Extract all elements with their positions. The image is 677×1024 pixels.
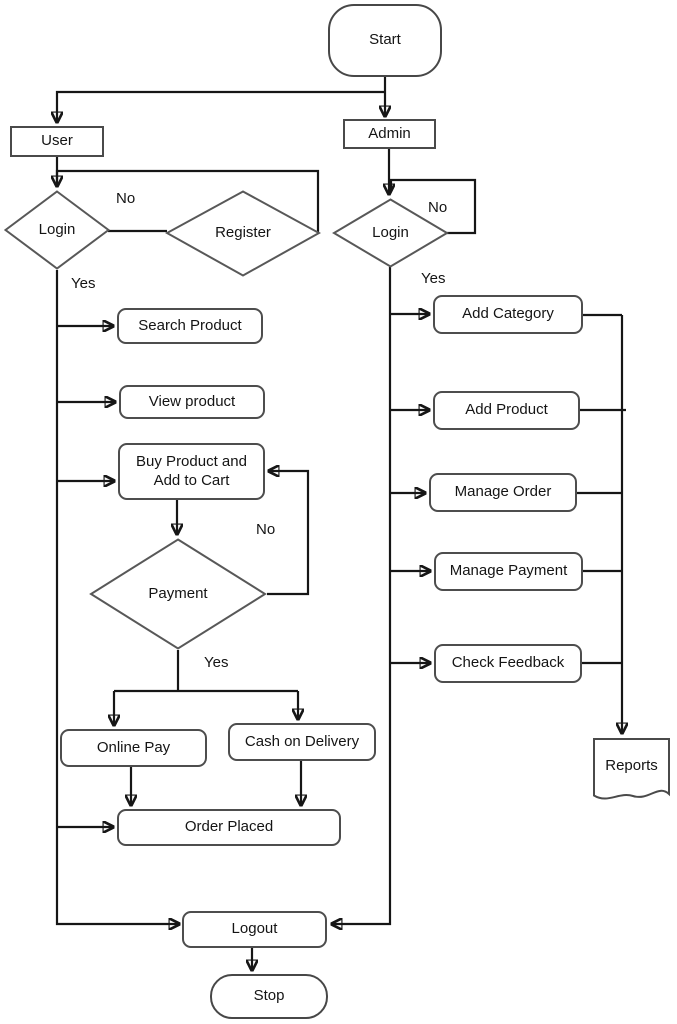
node-manage-payment: Manage Payment (434, 552, 583, 591)
node-logout: Logout (182, 911, 327, 948)
edge-label-payment-yes: Yes (204, 654, 229, 671)
node-online-pay-label: Online Pay (96, 738, 171, 756)
node-order-placed-label: Order Placed (184, 818, 274, 836)
node-view-product-label: View product (148, 392, 236, 410)
edge-label-user-login-no: No (116, 190, 136, 207)
node-buy-product: Buy Product and Add to Cart (118, 443, 265, 500)
node-manage-order-label: Manage Order (454, 483, 552, 501)
node-cash-on-delivery-label: Cash on Delivery (244, 732, 360, 750)
node-user: User (10, 126, 104, 157)
node-login-admin-label: Login (372, 223, 409, 241)
edge-admin-login-no-loop (389, 178, 477, 235)
edge-label-user-login-yes: Yes (71, 275, 96, 292)
node-add-category-label: Add Category (462, 305, 554, 323)
decision-diamond-outline (4, 190, 110, 270)
node-view-product: View product (119, 385, 265, 419)
decision-diamond-outline (89, 538, 267, 650)
node-register: Register (165, 190, 321, 277)
node-start: Start (328, 4, 442, 77)
node-search-product: Search Product (117, 308, 263, 344)
node-stop-label: Stop (253, 987, 285, 1005)
edge-label-admin-login-yes: Yes (421, 270, 446, 287)
decision-diamond-outline (332, 198, 449, 268)
node-payment: Payment (89, 538, 267, 650)
node-login-admin: Login (332, 198, 449, 268)
node-reports-label: Reports (605, 757, 658, 775)
edge-start-user (57, 90, 385, 121)
node-order-placed: Order Placed (117, 809, 341, 846)
node-add-category: Add Category (433, 295, 583, 334)
node-user-label: User (41, 132, 73, 150)
edge-label-admin-login-no: No (428, 199, 448, 216)
node-start-label: Start (369, 31, 401, 49)
node-reports: Reports (592, 737, 671, 808)
node-admin: Admin (343, 119, 436, 149)
node-login-user-label: Login (38, 220, 76, 238)
node-cash-on-delivery: Cash on Delivery (228, 723, 376, 761)
decision-diamond-outline (165, 190, 321, 277)
node-stop: Stop (210, 974, 328, 1019)
node-payment-label: Payment (148, 584, 208, 602)
node-buy-product-label: Buy Product and Add to Cart (136, 452, 247, 489)
edge-register-return (55, 169, 320, 232)
edge-payment-no-loop (267, 471, 310, 596)
node-admin-label: Admin (368, 124, 411, 142)
node-search-product-label: Search Product (138, 316, 242, 334)
node-manage-payment-label: Manage Payment (449, 562, 568, 580)
node-manage-order: Manage Order (429, 473, 577, 512)
node-check-feedback-label: Check Feedback (451, 654, 565, 672)
node-logout-label: Logout (231, 920, 278, 938)
edge-user-trunk-logout (55, 270, 178, 924)
document-shape-outline (593, 738, 670, 800)
node-register-label: Register (215, 224, 271, 242)
node-check-feedback: Check Feedback (434, 644, 582, 683)
node-online-pay: Online Pay (60, 729, 207, 767)
edge-label-payment-no: No (256, 521, 276, 538)
node-add-product-label: Add Product (465, 401, 548, 419)
edge-admin-trunk-logout (333, 267, 392, 924)
node-add-product: Add Product (433, 391, 580, 430)
node-login-user: Login (4, 190, 110, 270)
